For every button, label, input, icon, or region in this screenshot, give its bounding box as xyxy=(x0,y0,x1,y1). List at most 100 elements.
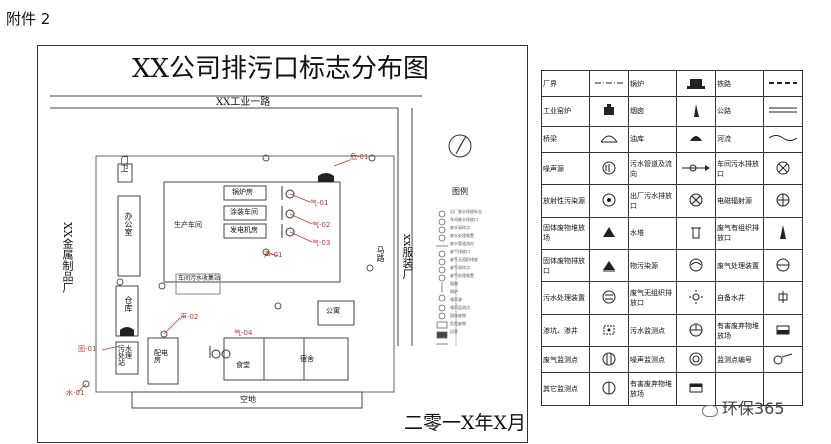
legend-label: 水塔 xyxy=(627,216,677,251)
kiln-icon xyxy=(588,96,629,127)
legend-label: 固体废物堆放场 xyxy=(541,216,590,251)
marker-noise-2: 声-02 xyxy=(180,313,199,321)
xcircle-icon xyxy=(762,151,803,186)
canteen-label: 食堂 xyxy=(236,361,250,369)
legend-label: 监测点编号 xyxy=(714,346,764,374)
legend-label: 工业窑炉 xyxy=(541,96,590,127)
hazard2-icon xyxy=(675,372,716,406)
radiation-icon xyxy=(588,184,629,218)
road-icon xyxy=(762,96,803,127)
attachment-heading: 附件 2 xyxy=(6,10,51,28)
marker-gas-3: 气-03 xyxy=(312,239,331,247)
river-icon xyxy=(762,125,803,153)
legend-label: 固体废物排放口 xyxy=(541,249,590,283)
marker-water: 水-01 xyxy=(66,389,85,397)
dorm-label: 宿舍 xyxy=(300,355,314,363)
legend-label: 其它监测点 xyxy=(541,372,590,406)
legend-label: 厂界 xyxy=(541,69,590,98)
west-neighbor-label: XX金属制品厂 xyxy=(61,222,74,293)
marker-gas-2: 气-02 xyxy=(312,221,331,229)
legend-label: 铁路 xyxy=(714,69,764,98)
legend-row: 桥梁 油库 河流 xyxy=(541,125,803,153)
plan-legend-item: 危险废物 xyxy=(450,321,466,326)
legend-row: 废气监测点 噪声监测点 监测点编号 xyxy=(541,346,803,374)
legend-row: 噪声源污水管道及流向车间污水排放口 xyxy=(541,151,803,186)
legend-label: 物污染源 xyxy=(627,249,677,283)
wechat-icon xyxy=(702,405,718,417)
pipe-icon xyxy=(675,151,716,186)
plan-date: 二零一X年X月 xyxy=(404,412,527,434)
generator-room-label: 发电机房 xyxy=(230,226,258,234)
legend-label: 锅炉 xyxy=(627,69,677,98)
legend-label: 桥梁 xyxy=(541,125,590,153)
gasdev-icon xyxy=(762,249,803,283)
power-room-label: 配电房 xyxy=(154,349,168,364)
road-label: XX工业一路 xyxy=(216,97,271,108)
painting-shop-label: 涂装车间 xyxy=(230,208,258,216)
wwdev-icon xyxy=(588,281,629,315)
wmon-icon xyxy=(675,313,716,348)
dashline-icon xyxy=(588,69,629,98)
marker-gas-1: 气-01 xyxy=(310,199,329,207)
legend-label: 烟囱 xyxy=(627,96,677,127)
plan-legend-item: 废水处理装置 xyxy=(450,233,474,238)
plan-legend-item: 固体废物 xyxy=(450,313,466,318)
legend-row: 固体废物排放口物污染源废气处理装置 xyxy=(541,249,803,283)
well-icon xyxy=(762,281,803,315)
legend-label: 油库 xyxy=(627,125,677,153)
oiltank-icon xyxy=(675,125,716,153)
gmon-icon xyxy=(588,346,629,374)
legend-row: 厂界 锅炉 铁路 xyxy=(541,69,803,98)
plan-legend-item: 废气采样点 xyxy=(450,265,470,270)
legend-row: 其它监测点 有害废弃物堆放场 xyxy=(541,372,803,406)
marker-noise-1: 声-01 xyxy=(264,251,283,259)
legend-label: 污水监测点 xyxy=(627,313,677,348)
blank-icon xyxy=(762,372,803,406)
plan-legend-item: 烟囱 xyxy=(450,281,458,286)
legend-row: 渗坑、渗井污水监测点有害废弃物堆放场 xyxy=(541,313,803,348)
watermark: 环保365 xyxy=(722,399,785,418)
marker-solid: 固-01 xyxy=(78,345,97,353)
plan-legend-item: 出厂废水排放标志 xyxy=(450,209,482,214)
plan-drawing xyxy=(50,95,472,409)
legend-label: 渗坑、渗井 xyxy=(541,313,590,348)
legend-label: 废气有组织排放口 xyxy=(714,216,764,251)
plan-legend-item: 废气处理装置 xyxy=(450,273,474,278)
plan-legend-item: 废水采样点 xyxy=(450,225,470,230)
plan-legend-item: 废水管道流向 xyxy=(450,241,474,246)
legend-label: 噪声监测点 xyxy=(627,346,677,374)
plan-legend-item: 锅炉 xyxy=(450,289,458,294)
legend-label: 出厂污水排放口 xyxy=(627,184,677,218)
east-road-label: 马路 xyxy=(376,246,385,262)
plan-legend-item: 车间废水排放口 xyxy=(450,217,478,222)
hazard-icon xyxy=(762,313,803,348)
bio-icon xyxy=(675,249,716,283)
collection-station-label: 车间污水收集站 xyxy=(178,275,221,282)
legend-label: 废气监测点 xyxy=(541,346,590,374)
legend-label: 有害废弃物堆放场 xyxy=(627,372,677,406)
marker-gas-4: 气-04 xyxy=(234,329,253,337)
workshop-label: 生产车间 xyxy=(174,221,202,229)
legend-label: 电磁辐射源 xyxy=(714,184,764,218)
solidout-icon xyxy=(588,249,629,283)
legend-label: 噪声源 xyxy=(541,151,590,186)
plan-legend-item: 废气排放口 xyxy=(450,249,470,254)
legend-label: 河流 xyxy=(714,125,764,153)
chimney-icon xyxy=(675,96,716,127)
legend-title: 图例 xyxy=(452,187,468,196)
legend-label: 自备水井 xyxy=(714,281,764,315)
boiler-room-label: 锅炉房 xyxy=(232,188,253,196)
tower-icon xyxy=(675,216,716,251)
east-neighbor-label: xx服装厂 xyxy=(401,234,414,280)
legend-label: 污水处理装置 xyxy=(541,281,590,315)
boiler-icon xyxy=(675,69,716,98)
nmon-icon xyxy=(675,346,716,374)
rail-icon xyxy=(762,69,803,98)
plan-title: XX公司排污口标志分布图 xyxy=(132,54,430,84)
wastewater-station-label: 污水处理站 xyxy=(118,345,132,367)
legend-row: 放射性污染源出厂污水排放口电磁辐射源 xyxy=(541,184,803,218)
marker-hazard: 危-01 xyxy=(350,153,369,161)
open-space-label: 空地 xyxy=(240,395,256,404)
legend-row: 污水处理装置废气无组织排放口自备水井 xyxy=(541,281,803,315)
guard-label: 门卫 xyxy=(120,156,129,172)
